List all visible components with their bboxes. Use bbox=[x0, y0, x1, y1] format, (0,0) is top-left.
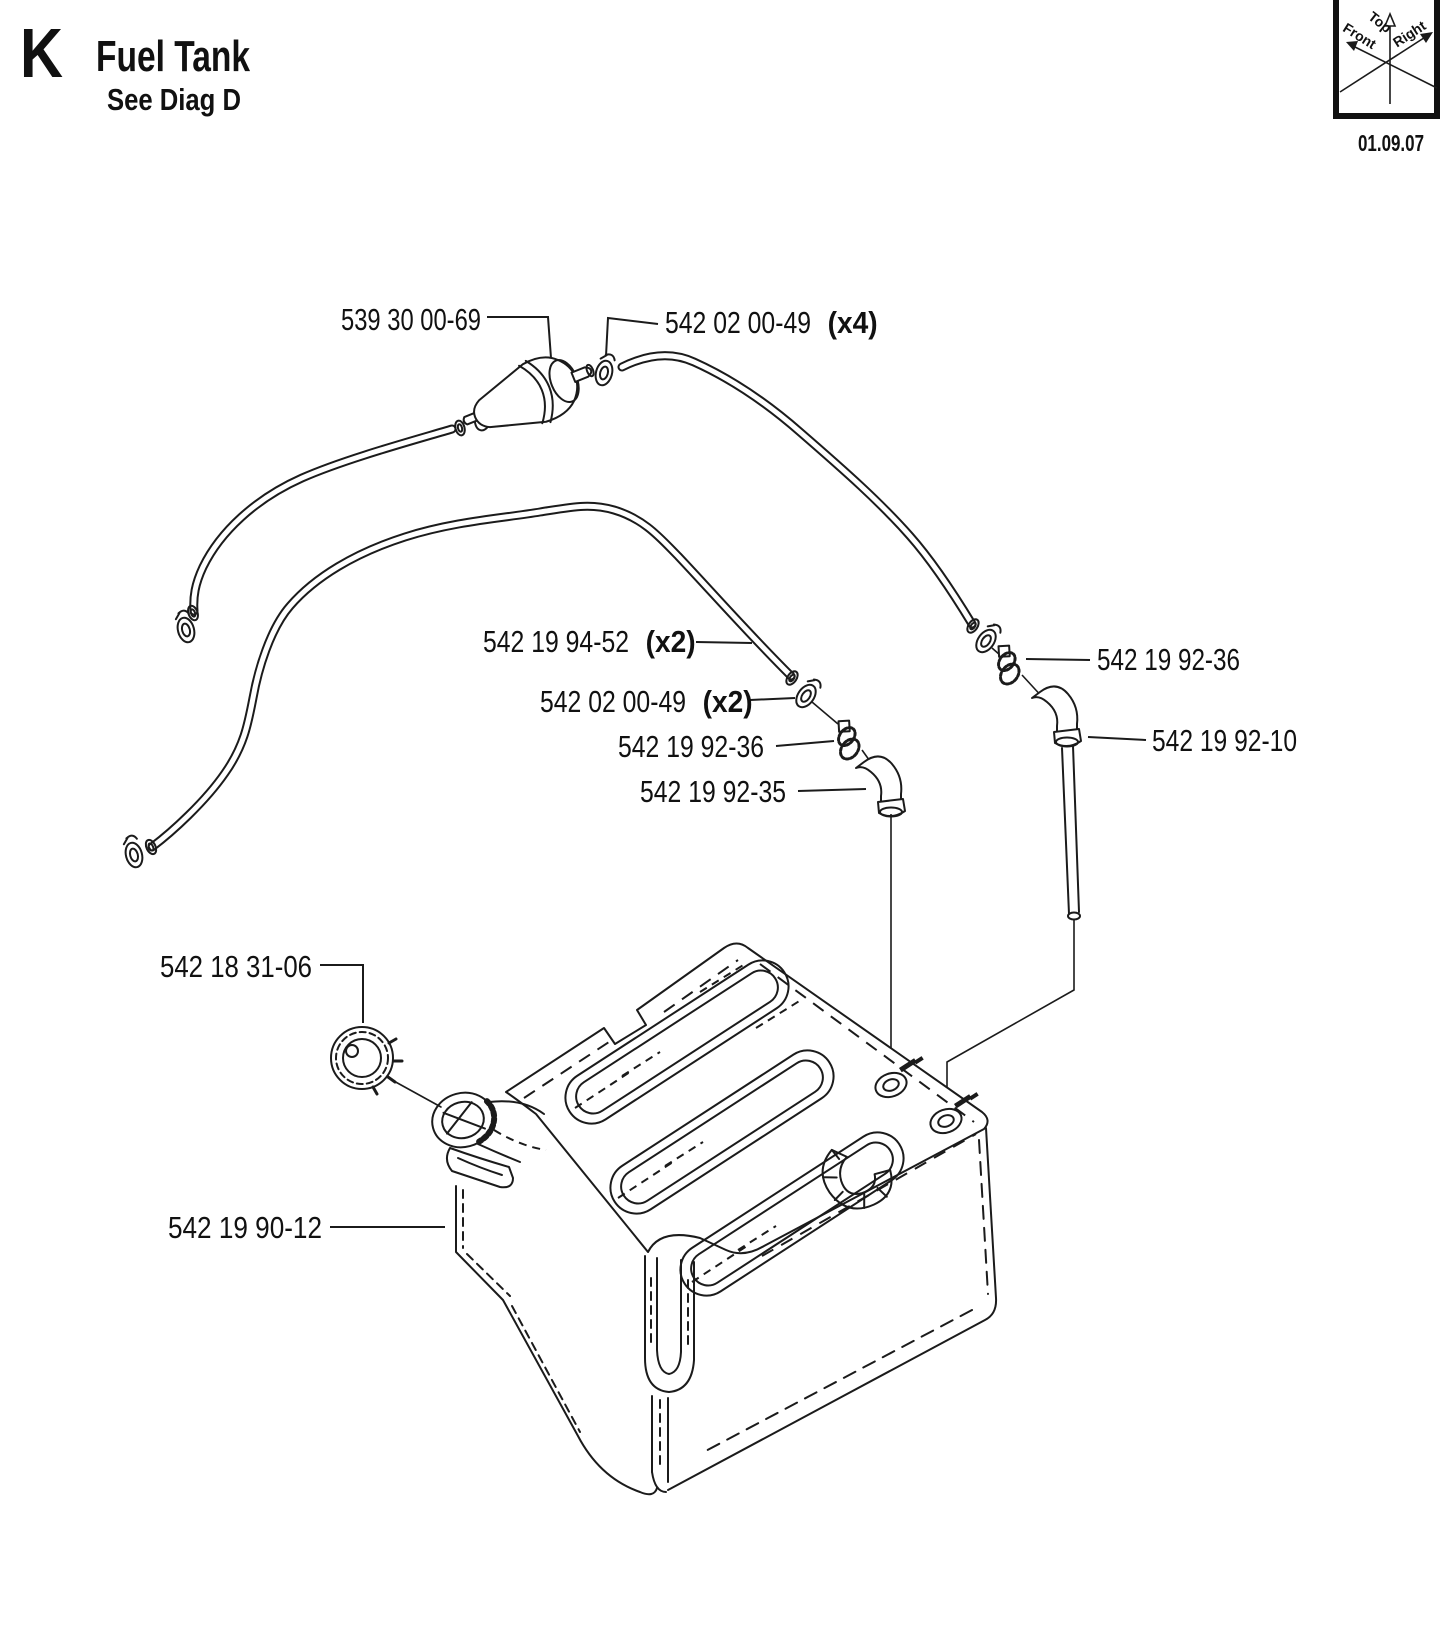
hose-ring bbox=[785, 670, 799, 686]
fuel-cap bbox=[330, 1026, 442, 1108]
tank-handle-cutout bbox=[821, 1148, 893, 1210]
leader-connector-left bbox=[775, 740, 835, 747]
header: K Fuel Tank See Diag D bbox=[20, 14, 250, 117]
label-elbow-right: 542 19 92-10 bbox=[1152, 723, 1297, 758]
orientation-axes-icon bbox=[1339, 11, 1438, 104]
part-labels: 539 30 00-69 542 02 00-49 (x4) 542 19 94… bbox=[160, 302, 1297, 1245]
label-connector-left: 542 19 92-36 bbox=[618, 729, 764, 764]
page-title: Fuel Tank bbox=[96, 32, 250, 81]
left-connector-chain bbox=[811, 701, 906, 1074]
tank-port-right bbox=[929, 1092, 979, 1135]
label-fuel-tank: 542 19 90-12 bbox=[168, 1210, 322, 1245]
label-fuel-cap: 542 18 31-06 bbox=[160, 949, 312, 984]
tank-top-dashes bbox=[574, 963, 802, 1283]
leader-fuel-cap bbox=[320, 964, 364, 1023]
clamp-icon bbox=[975, 623, 1002, 654]
diagram-date: 01.09.07 bbox=[1358, 130, 1424, 156]
tank-port-left bbox=[874, 1056, 924, 1099]
leader-elbow-right bbox=[1087, 736, 1147, 741]
connector-icon bbox=[837, 719, 861, 761]
hose-ring bbox=[966, 618, 980, 634]
hose-ring bbox=[144, 838, 158, 856]
leader-clamp-x4 bbox=[605, 316, 659, 357]
clamp-icon bbox=[174, 609, 196, 644]
elbow-fitting bbox=[1031, 685, 1082, 748]
tank-right-face bbox=[667, 1127, 998, 1491]
label-hose-x2: 542 19 94-52 (x2) bbox=[483, 624, 696, 659]
elbow-fitting bbox=[855, 755, 906, 818]
label-connector-right: 542 19 92-36 bbox=[1097, 642, 1240, 677]
hose-right bbox=[617, 351, 977, 629]
vent-tube bbox=[1061, 745, 1081, 921]
label-elbow-left: 542 19 92-35 bbox=[640, 774, 786, 809]
tank-front-face bbox=[455, 1185, 658, 1496]
orientation-cube: Top Front Right 01.09.07 bbox=[1333, 0, 1440, 156]
leader-clamp-x2 bbox=[749, 697, 796, 701]
tank-channel bbox=[644, 1255, 695, 1493]
hose-clamps bbox=[122, 353, 1002, 869]
filler-neck bbox=[431, 1091, 547, 1189]
section-letter: K bbox=[20, 14, 63, 92]
clamp-icon bbox=[795, 678, 822, 709]
label-clamp-x2: 542 02 00-49 (x2) bbox=[540, 684, 753, 719]
hose-end-rings bbox=[144, 419, 980, 856]
leader-connector-right bbox=[1025, 658, 1091, 661]
tank-rib-slots bbox=[564, 959, 905, 1297]
right-connector-chain bbox=[946, 644, 1082, 1110]
label-fuel-filter: 539 30 00-69 bbox=[341, 302, 481, 337]
fuel-filter bbox=[462, 356, 595, 429]
tank-top-face bbox=[505, 942, 989, 1255]
connector-icon bbox=[997, 644, 1021, 686]
leader-elbow-left bbox=[797, 788, 867, 792]
fuel-hoses bbox=[147, 351, 977, 852]
fuel-tank-body bbox=[431, 942, 998, 1496]
orientation-box bbox=[1333, 0, 1440, 119]
leader-fuel-filter bbox=[487, 316, 552, 359]
leader-hose-x2 bbox=[695, 641, 753, 644]
leader-lines bbox=[320, 316, 1147, 1228]
page-subtitle: See Diag D bbox=[107, 82, 241, 117]
clamp-icon bbox=[122, 834, 144, 869]
clamp-icon bbox=[594, 353, 616, 387]
label-clamp-x4: 542 02 00-49 (x4) bbox=[665, 305, 878, 340]
hose-left-upper bbox=[189, 424, 457, 616]
